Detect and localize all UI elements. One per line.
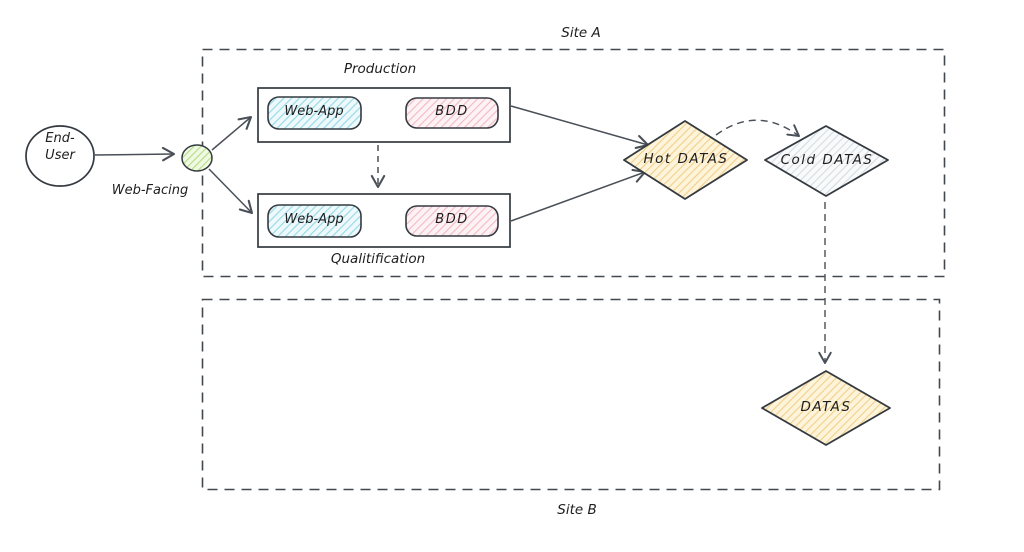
bdd-qualitification-label: BDD xyxy=(435,212,469,227)
production-label: Production xyxy=(343,61,417,77)
site-b-datas-label: DATAS xyxy=(800,399,852,415)
site-b-region xyxy=(201,298,941,491)
bdd-production-label: BDD xyxy=(435,104,469,119)
web-app-qualitification-label: Web-App xyxy=(284,212,344,227)
site-a-label: Site A xyxy=(561,25,601,41)
edge-webfacing-production xyxy=(211,115,253,151)
web-facing-node xyxy=(181,144,213,172)
bdd-production-node xyxy=(405,97,499,129)
end-user-node xyxy=(25,125,95,187)
edge-qualitification-hotdatas xyxy=(510,168,647,222)
edge-webfacing-qualitification xyxy=(208,168,254,215)
edge-hotdatas-colddatas-dashed xyxy=(715,119,800,137)
qualitification-label: Qualitification xyxy=(330,251,426,267)
edge-enduser-webfacing xyxy=(94,146,176,162)
bdd-qualitification-node xyxy=(405,205,499,237)
hot-datas-label: Hot DATAS xyxy=(643,151,729,167)
web-app-production-node xyxy=(267,96,362,130)
web-facing-label: Web-Facing xyxy=(111,183,189,198)
cold-datas-node xyxy=(764,125,889,197)
web-app-qualitification-node xyxy=(267,204,362,238)
edge-production-hotdatas xyxy=(510,105,650,149)
web-app-production-label: Web-App xyxy=(284,104,344,119)
hot-datas-node xyxy=(623,120,748,200)
cold-datas-label: Cold DATAS xyxy=(780,152,874,168)
site-b-label: Site B xyxy=(557,502,597,518)
end-user-label: End- User xyxy=(45,131,75,163)
site-b-datas-node xyxy=(761,370,891,446)
